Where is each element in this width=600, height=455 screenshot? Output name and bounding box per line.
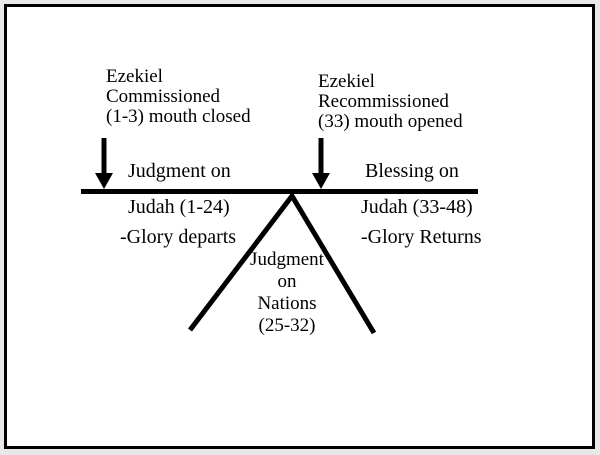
- left-section-label-above: Judgment on: [128, 160, 231, 182]
- diagram-frame-border: [4, 4, 595, 449]
- left-annotation-line-2: Commissioned: [106, 86, 221, 107]
- left-section-note: -Glory departs: [120, 226, 237, 248]
- nations-peak-shape: [188, 191, 377, 335]
- right-annotation-line-3: (33) mouth opened: [318, 111, 463, 132]
- left-annotation-line-1: Ezekiel: [106, 66, 163, 87]
- right-section-label-below: Judah (33-48): [361, 196, 473, 218]
- left-annotation: Ezekiel Commissioned (1-3) mouth closed: [106, 67, 251, 127]
- right-annotation-line-2: Recommissioned: [318, 91, 449, 112]
- left-down-arrow-icon: [95, 138, 113, 189]
- right-down-arrow-icon: [312, 138, 330, 189]
- nations-label-line-1: Judgment: [250, 249, 324, 270]
- left-arrow-head: [95, 173, 113, 189]
- nations-label: Judgment on Nations (25-32): [217, 249, 357, 337]
- nations-label-line-4: (25-32): [258, 315, 316, 336]
- right-annotation: Ezekiel Recommissioned (33) mouth opened: [318, 72, 463, 132]
- right-section-label-above: Blessing on: [365, 160, 459, 182]
- right-arrow-head: [312, 173, 330, 189]
- left-annotation-line-3: (1-3) mouth closed: [106, 106, 251, 127]
- left-section-label-below: Judah (1-24): [128, 196, 230, 218]
- right-annotation-line-1: Ezekiel: [318, 71, 375, 92]
- nations-label-line-2: on: [277, 271, 297, 292]
- nations-label-line-3: Nations: [257, 293, 317, 314]
- right-section-note: -Glory Returns: [361, 226, 482, 248]
